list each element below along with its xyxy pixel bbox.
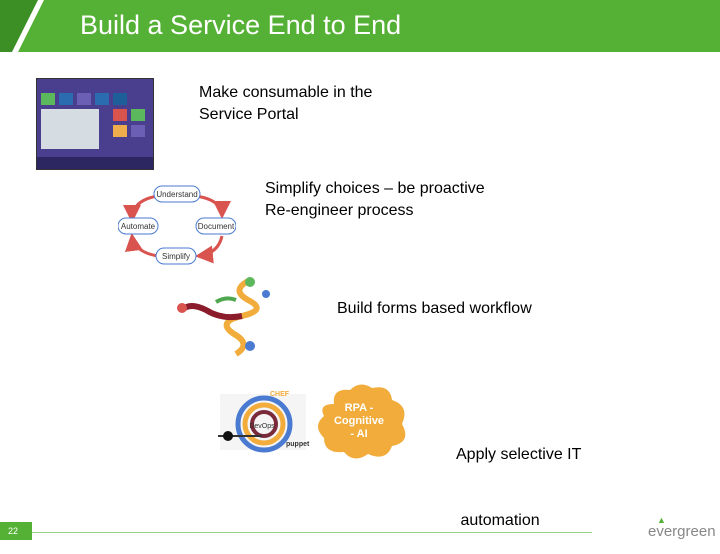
workflow-marker-left [177, 303, 187, 313]
devops-start-icon [223, 431, 233, 441]
workflow-marker-top [245, 277, 255, 287]
step-4-line-1: Apply selective IT [456, 446, 582, 463]
workflow-marker-middle [262, 290, 270, 298]
service-portal-thumbnail [36, 78, 154, 170]
step-1-line-1: Make consumable in the [199, 84, 373, 101]
workflow-marker-bottom [245, 341, 255, 351]
title-bar: Build a Service End to End [0, 0, 720, 52]
cycle-label-document: Document [198, 222, 235, 231]
portal-photo [41, 109, 99, 149]
cloud-line-3: - AI [350, 428, 368, 440]
cycle-label-simplify: Simplify [162, 252, 190, 261]
step-2-line-1: Simplify choices – be proactive [265, 180, 485, 197]
title-stripe-decoration [0, 0, 44, 52]
step-2-text: Simplify choices – be proactive Re-engin… [265, 178, 485, 222]
footer-divider [32, 532, 592, 533]
step-3-text: Build forms based workflow [337, 298, 532, 320]
rpa-cloud-label: RPA - Cognitive - AI [330, 402, 388, 441]
process-cycle-diagram: Understand Document Simplify Automate [118, 185, 236, 265]
devops-puppet-label: puppet [286, 441, 310, 448]
step-4-text: Apply selective IT automation [456, 400, 581, 554]
step-3-line-1: Build forms based workflow [337, 300, 532, 317]
cloud-line-1: RPA - [344, 402, 374, 414]
logo-text: evergreen [648, 523, 716, 540]
cloud-line-2: Cognitive [333, 415, 385, 427]
logo-leaf-icon: ▲ [657, 515, 666, 525]
step-4-line-2: automation [456, 512, 540, 529]
devops-diagram: DevOps CHEF puppet [218, 391, 310, 453]
evergreen-logo: ▲ evergreen [648, 515, 716, 540]
step-1-text: Make consumable in the Service Portal [199, 82, 372, 126]
step-1-line-2: Service Portal [199, 106, 299, 123]
slide-title: Build a Service End to End [80, 10, 402, 40]
cycle-label-understand: Understand [156, 190, 197, 199]
devops-center-label: DevOps [249, 423, 275, 430]
page-number: 22 [0, 522, 32, 540]
workflow-road-graphic [177, 277, 270, 357]
rpa-cloud-shape [318, 384, 406, 459]
step-2-line-2: Re-engineer process [265, 202, 414, 219]
cycle-label-automate: Automate [121, 222, 156, 231]
devops-chef-label: CHEF [270, 391, 290, 398]
